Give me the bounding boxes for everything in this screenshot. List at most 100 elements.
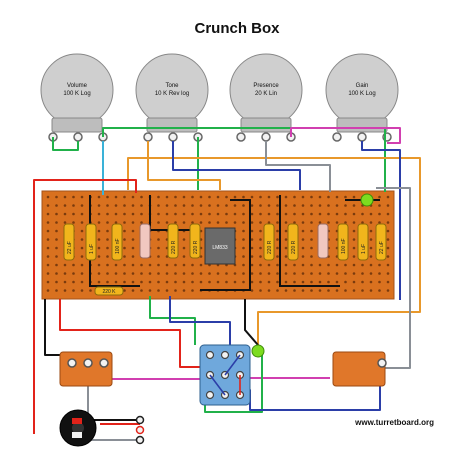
wire-blue-gain	[361, 141, 401, 300]
stripboard-hole	[310, 229, 313, 233]
stripboard-hole	[174, 263, 177, 267]
stripboard-hole	[233, 221, 237, 224]
wire-magenta-gain	[290, 127, 401, 144]
stripboard-hole	[46, 255, 50, 258]
stripboard-hole	[250, 229, 254, 233]
stripboard-hole	[72, 289, 75, 292]
cap-left-1-label: 22 uF	[67, 241, 73, 254]
stripboard-hole	[335, 204, 339, 207]
stripboard-hole	[182, 255, 186, 258]
stripboard-hole	[259, 221, 262, 224]
stripboard-hole	[293, 263, 296, 267]
stripboard-hole	[250, 212, 254, 216]
stripboard-hole	[106, 263, 109, 267]
stripboard-hole	[131, 195, 135, 199]
stripboard-hole	[63, 263, 67, 267]
stripboard-hole	[63, 221, 67, 224]
stripboard-hole	[284, 204, 288, 207]
stripboard-hole	[199, 221, 203, 224]
stripboard-hole	[267, 263, 271, 267]
stripboard-hole	[301, 204, 305, 207]
cap-right-1	[337, 223, 349, 261]
stripboard-hole	[310, 212, 313, 216]
stripboard-hole	[80, 272, 84, 275]
stripboard-hole	[344, 212, 347, 216]
stripboard-hole	[97, 255, 101, 258]
pot-gain: Gain 100 K Log	[325, 53, 399, 133]
dc-jack-pin-white	[72, 432, 82, 438]
footswitch	[199, 344, 251, 406]
res-right-1	[263, 223, 275, 261]
wire-green-top	[102, 127, 386, 192]
stripboard-hole	[378, 221, 381, 224]
stripboard-hole	[259, 280, 262, 284]
stripboard-hole	[335, 272, 339, 275]
stripboard-hole	[276, 221, 279, 224]
stripboard-hole	[55, 255, 58, 258]
stripboard-hole	[123, 238, 126, 241]
stripboard-hole	[174, 221, 177, 224]
stripboard-hole	[335, 195, 339, 199]
stripboard-hole	[182, 263, 186, 267]
stripboard-hole	[242, 263, 245, 267]
stripboard-hole	[242, 255, 245, 258]
stripboard-hole	[233, 204, 237, 207]
stripboard-hole	[55, 272, 58, 275]
stripboard-hole	[344, 195, 347, 199]
stripboard-hole	[386, 195, 390, 199]
stripboard-hole	[191, 289, 194, 292]
stripboard-hole	[327, 272, 330, 275]
stripboard-hole	[165, 289, 169, 292]
stripboard-hole	[352, 255, 356, 258]
stripboard-hole	[250, 289, 254, 292]
stripboard-hole	[352, 238, 356, 241]
stripboard-hole	[165, 272, 169, 275]
stripboard-hole	[344, 204, 347, 207]
res-right-1-label: 220 R	[267, 240, 273, 254]
stripboard-hole	[352, 204, 356, 207]
stripboard-hole	[123, 212, 126, 216]
link-3	[200, 199, 251, 291]
website-link[interactable]: www.turretboard.org	[354, 418, 434, 427]
stripboard-hole	[250, 221, 254, 224]
stripboard-hole	[80, 229, 84, 233]
stripboard-hole	[55, 246, 58, 250]
stripboard-hole	[216, 280, 220, 284]
res-left-2	[167, 223, 179, 259]
stripboard-hole	[63, 280, 67, 284]
stripboard-hole	[208, 212, 211, 216]
stripboard-hole	[335, 280, 339, 284]
stripboard-hole	[140, 272, 143, 275]
stripboard-hole	[157, 280, 160, 284]
stripboard-hole	[386, 255, 390, 258]
stripboard-hole	[199, 195, 203, 199]
pot-volume-name: Volume	[67, 83, 88, 89]
stripboard-hole	[378, 212, 381, 216]
stripboard-hole	[174, 289, 177, 292]
stripboard-hole	[276, 263, 279, 267]
stripboard-hole	[182, 221, 186, 224]
stripboard-hole	[148, 272, 152, 275]
wire-green-switch-in	[149, 296, 196, 345]
stripboard-hole	[242, 204, 245, 207]
link-4	[279, 195, 340, 287]
stripboard-hole	[165, 204, 169, 207]
stripboard-hole	[327, 221, 330, 224]
stripboard-hole	[369, 238, 373, 241]
stripboard-hole	[276, 280, 279, 284]
stripboard-hole	[216, 272, 220, 275]
stripboard-hole	[97, 195, 101, 199]
stripboard-hole	[318, 221, 322, 224]
stripboard-hole	[310, 204, 313, 207]
stripboard-hole	[318, 289, 322, 292]
stripboard-hole	[259, 289, 262, 292]
stripboard-hole	[225, 195, 228, 199]
wire-green-volume	[52, 137, 79, 151]
stripboard-hole	[97, 221, 101, 224]
stripboard-hole	[352, 221, 356, 224]
stripboard-hole	[310, 195, 313, 199]
stripboard-hole	[301, 255, 305, 258]
stripboard-hole	[148, 289, 152, 292]
stripboard-hole	[63, 272, 67, 275]
stripboard-hole	[63, 212, 67, 216]
